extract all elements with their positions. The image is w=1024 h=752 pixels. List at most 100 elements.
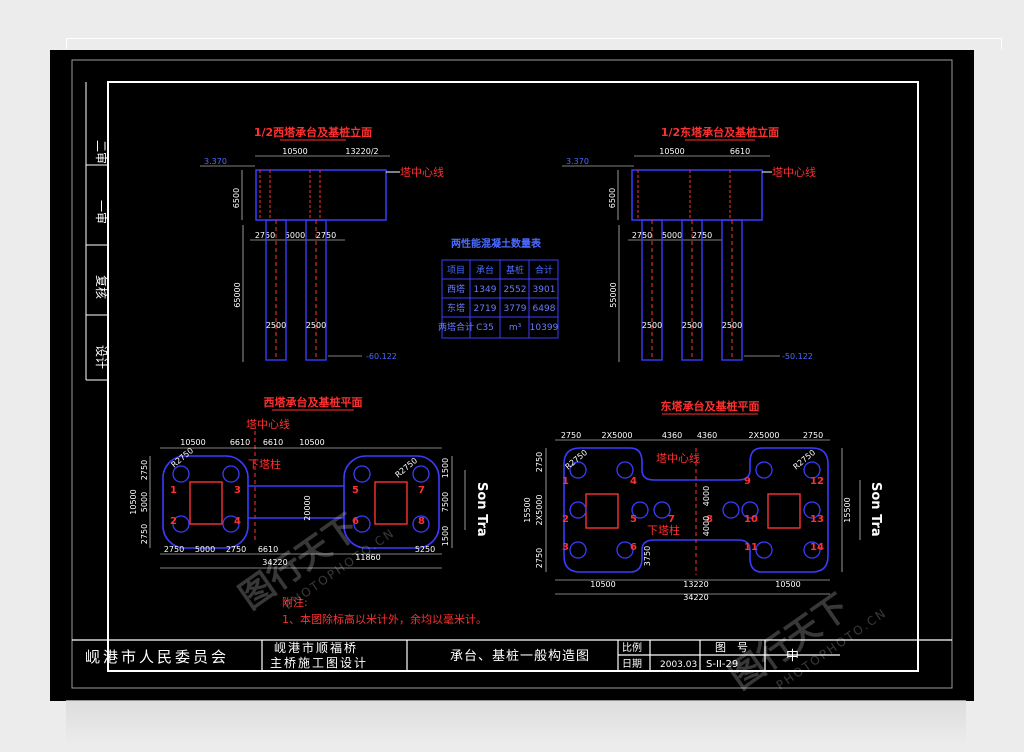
side-label-2nd-review: 二审	[94, 140, 109, 164]
west-plan-right-2: 7500	[441, 492, 450, 512]
table-cell-r3-c1: C35	[476, 323, 494, 333]
east-pile-dia-2: 2500	[682, 321, 702, 330]
outer-frame-top	[66, 38, 1002, 49]
west-pile-label-1: 1	[170, 485, 177, 496]
west-plan-right-cap	[343, 455, 440, 549]
cad-drawing-sheet: 二审 一审 复核 设计 1/2西塔承台及基桩立面 3.370 10500 132…	[50, 50, 974, 701]
east-plan-cap-outline	[563, 447, 829, 573]
west-plan-bot-6: 5250	[415, 545, 435, 554]
east-plan-mid-2: 4000	[702, 516, 711, 536]
west-pile-label-7: 7	[418, 485, 425, 496]
east-elevation-title: 1/2东塔承台及基桩立面	[661, 125, 779, 139]
east-pile-label-14: 14	[810, 542, 824, 553]
east-elev-top: 3.370	[566, 157, 589, 166]
title-block-date-value: 2003.03	[660, 660, 697, 670]
title-block-org: 岘港市人民委员会	[85, 648, 229, 666]
east-plan-column-right	[767, 493, 801, 529]
table-cell-r0-c1: 承台	[476, 264, 494, 276]
west-pile-dia-1: 2500	[266, 321, 286, 330]
west-elevation-title: 1/2西塔承台及基桩立面	[254, 125, 372, 139]
title-block-extra: 中	[786, 649, 799, 664]
table-cell-r2-c1: 2719	[474, 304, 497, 314]
east-plan-left-1: 2750	[535, 452, 544, 472]
west-plan-left-2: 5000	[140, 492, 149, 512]
west-elev-height: 6500	[232, 188, 241, 208]
east-plan-mid-1: 4000	[702, 486, 711, 506]
table-cell-r2-c3: 6498	[533, 304, 556, 314]
side-label-design: 设计	[94, 345, 108, 369]
west-plan-title: 西塔承台及基桩平面	[264, 395, 363, 409]
west-plan-bot-2: 5000	[195, 545, 215, 554]
west-pile-label-5: 5	[352, 485, 359, 496]
west-plan-direction: Son Tra	[474, 482, 489, 537]
west-plan-column-right	[374, 481, 408, 525]
east-elev-bottom: -50.122	[782, 352, 813, 361]
side-label-1st-review: 一审	[94, 200, 109, 224]
west-plan-top-4: 10500	[299, 438, 324, 447]
west-plan-bot-4: 6610	[258, 545, 278, 554]
east-pile-label-6: 6	[630, 542, 637, 553]
table-cell-r0-c2: 基桩	[506, 264, 524, 276]
east-plan-top-1: 2750	[561, 431, 581, 440]
east-pile-label-10: 10	[744, 514, 758, 525]
west-plan-top-3: 6610	[263, 438, 283, 447]
table-cell-r0-c0: 项目	[447, 265, 465, 276]
west-plan-top-1: 10500	[180, 438, 205, 447]
east-pile-label-7: 7	[668, 514, 675, 525]
table-cell-r2-c0: 东塔	[447, 302, 465, 314]
east-plan-left-2: 2X5000	[535, 495, 544, 526]
cad-drawing: 二审 一审 复核 设计 1/2西塔承台及基桩立面 3.370 10500 132…	[71, 59, 953, 697]
table-cell-r1-c1: 1349	[474, 285, 497, 295]
east-plan-top-4: 4360	[697, 431, 717, 440]
west-elev-dim-1: 10500	[282, 147, 307, 156]
east-elev-dim-1: 10500	[659, 147, 684, 156]
table-cell-r3-c3: 10399	[530, 323, 559, 333]
east-plan-total: 34220	[683, 593, 708, 602]
west-plan-left-cap	[162, 455, 249, 549]
east-pile-label-4: 4	[630, 476, 637, 487]
west-pile-label-3: 3	[234, 485, 241, 496]
title-block-project-2: 主桥施工图设计	[270, 656, 368, 670]
west-plan-piles	[172, 465, 430, 533]
east-elev-tower-line: 塔中心线	[772, 165, 816, 179]
table-cell-r1-c2: 2552	[504, 285, 527, 295]
east-elev-dim-2: 6610	[730, 147, 750, 156]
title-block	[72, 639, 952, 671]
west-pile-label-8: 8	[418, 516, 425, 527]
east-plan-top-2: 2X5000	[602, 431, 633, 440]
east-pile-label-3: 3	[562, 542, 569, 553]
outer-border	[71, 59, 953, 689]
title-block-scale-label: 比例	[622, 641, 642, 654]
east-plan-column-left	[585, 493, 619, 529]
east-pile-label-2: 2	[562, 514, 569, 525]
east-plan-title: 东塔承台及基桩平面	[661, 399, 760, 413]
west-elev-pile-length: 65000	[233, 282, 242, 307]
east-pile-label-1: 1	[562, 476, 569, 487]
east-elev-height: 6500	[608, 188, 617, 208]
table-cell-r2-c2: 3779	[504, 304, 527, 314]
table-cell-r3-c2: m³	[509, 323, 522, 333]
east-pile-label-12: 12	[810, 476, 824, 487]
west-plan-bot-3: 2750	[226, 545, 246, 554]
title-block-drawing-no: S-II-29	[706, 659, 738, 670]
east-plan-top-3: 4360	[662, 431, 682, 440]
notes-line-1: 1、本图除标高以米计外，余均以毫米计。	[282, 612, 487, 626]
east-plan-bot-1: 10500	[590, 580, 615, 589]
east-plan-small-dim: 3750	[643, 546, 652, 566]
east-plan-right-total: 15500	[843, 497, 852, 522]
west-elev-tower-line: 塔中心线	[400, 165, 444, 179]
east-plan-left-total: 15500	[523, 497, 532, 522]
west-pile-label-6: 6	[352, 516, 359, 527]
west-pile-cap	[255, 169, 387, 221]
title-block-drawing-name: 承台、基桩一般构造图	[450, 648, 590, 664]
west-plan-left-3: 2750	[140, 524, 149, 544]
east-pile-dia-3: 2500	[722, 321, 742, 330]
east-pile-cap	[631, 169, 763, 221]
title-block-drawing-no-label: 图 号	[715, 641, 748, 654]
title-block-project-1: 岘港市顺福桥	[274, 640, 358, 655]
east-plan-bot-3: 10500	[775, 580, 800, 589]
sheet-reflection	[66, 700, 966, 744]
west-elev-bottom: -60.122	[366, 352, 397, 361]
west-plan-mid-dim: 20000	[303, 495, 312, 520]
